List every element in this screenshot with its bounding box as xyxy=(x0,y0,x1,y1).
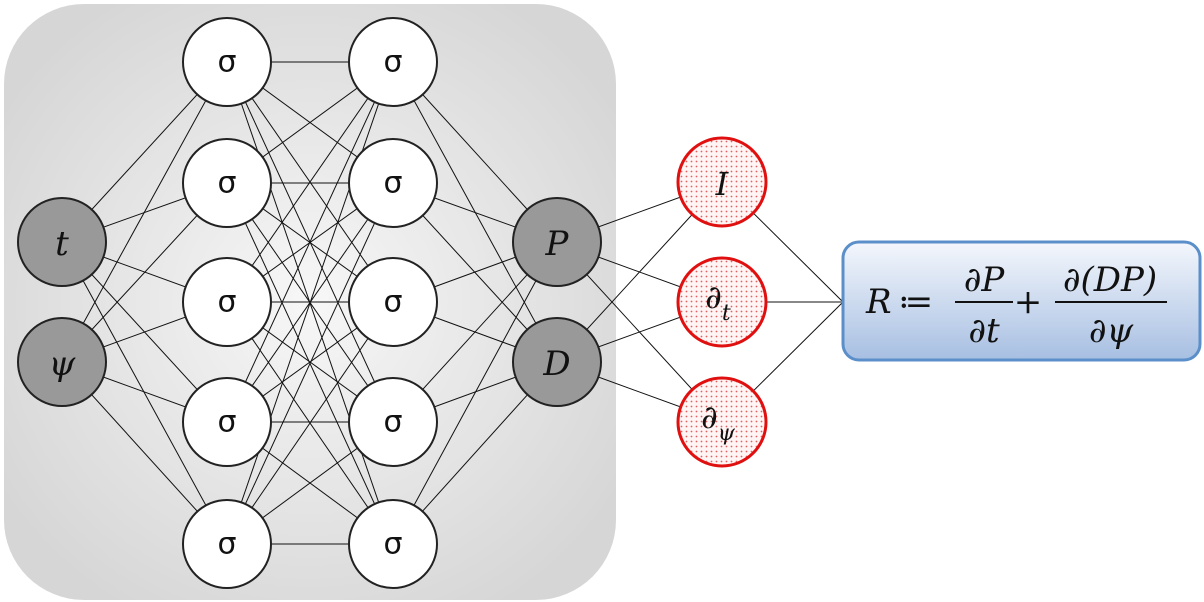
hidden-1-node xyxy=(182,377,272,467)
equation-box xyxy=(841,240,1202,362)
output-label-P: P xyxy=(545,224,570,264)
hidden-1-node xyxy=(182,257,272,347)
equation-assign: ≔ xyxy=(898,282,933,322)
hidden-1-label: σ xyxy=(217,45,236,80)
hidden-2-label: σ xyxy=(383,166,402,201)
hidden-1-node xyxy=(182,138,272,228)
edge-hidden2-output xyxy=(392,241,558,545)
hidden-2-node xyxy=(348,138,438,228)
operator-label-identity: I xyxy=(715,165,730,203)
hidden-2-node xyxy=(348,17,438,107)
edge-hidden1-hidden2 xyxy=(226,182,394,545)
input-label-t: t xyxy=(55,224,69,264)
operator-node-identity xyxy=(676,136,768,228)
hidden-2-node xyxy=(348,377,438,467)
operator-node-d-psi xyxy=(676,376,768,468)
equation-lhs: R xyxy=(865,282,892,322)
edge-input-hidden1 xyxy=(61,61,228,363)
output-node-P xyxy=(512,197,602,287)
output-label-D: D xyxy=(542,344,570,384)
hidden-2-label: σ xyxy=(383,405,402,440)
fraction-2-numerator: ∂(DP) xyxy=(1063,260,1157,300)
hidden-1-node xyxy=(182,499,272,589)
input-label-psi: ψ xyxy=(49,344,76,384)
operator-node-d-t xyxy=(676,256,768,348)
hidden-1-node xyxy=(182,17,272,107)
fraction-1-denominator: ∂t xyxy=(968,311,1000,351)
hidden-2-label: σ xyxy=(383,527,402,562)
edge-input-hidden1 xyxy=(61,241,228,545)
hidden-2-node xyxy=(348,499,438,589)
equation: R ≔ ∂P ∂t + ∂(DP) ∂ψ xyxy=(865,260,1167,351)
hidden-1-label: σ xyxy=(217,166,236,201)
hidden-1-label: σ xyxy=(217,527,236,562)
hidden-1-label: σ xyxy=(217,285,236,320)
edge-hidden1-hidden2 xyxy=(226,61,394,545)
output-node-D xyxy=(512,317,602,407)
edge-hidden1-hidden2 xyxy=(226,61,394,423)
fraction-1-numerator: ∂P xyxy=(964,260,1006,300)
fraction-2-denominator: ∂ψ xyxy=(1089,311,1134,351)
hidden-1-label: σ xyxy=(217,405,236,440)
operator-label-d-t: ∂t xyxy=(705,278,731,326)
hidden-2-label: σ xyxy=(383,45,402,80)
input-node-psi xyxy=(17,317,107,407)
equation-plus: + xyxy=(1014,282,1043,322)
edge-hidden1-hidden2 xyxy=(226,301,394,545)
input-node-t xyxy=(17,197,107,287)
operator-label-d-psi: ∂ψ xyxy=(701,398,736,446)
hidden-2-node xyxy=(348,257,438,347)
hidden-2-label: σ xyxy=(383,285,402,320)
edge-hidden1-hidden2 xyxy=(226,61,394,303)
